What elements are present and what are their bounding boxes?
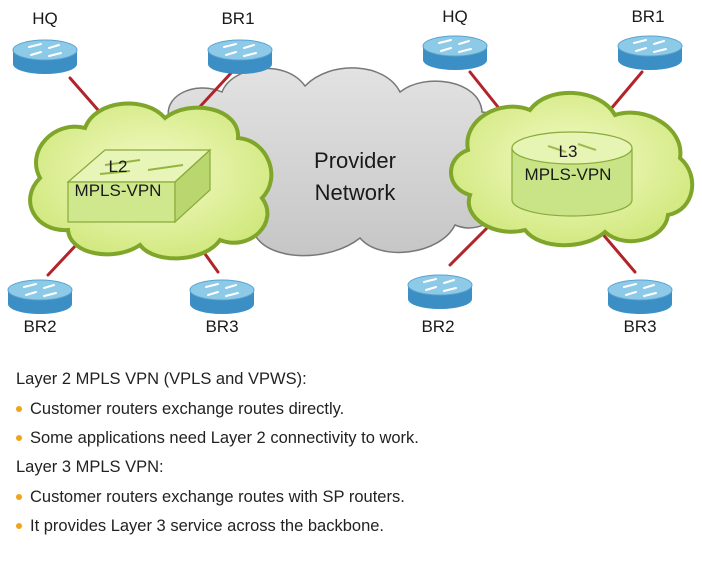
l3-router-icon: [511, 131, 633, 217]
link-right-br2: [448, 223, 492, 267]
link-left-br1: [193, 70, 234, 114]
l3-label-line1: L3: [559, 142, 578, 161]
router-left-br3-icon: [189, 279, 255, 314]
right-hq-label: HQ: [442, 7, 468, 26]
l3-notes-group: Layer 3 MPLS VPN: Customer routers excha…: [16, 456, 696, 537]
l2-notes-group: Layer 2 MPLS VPN (VPLS and VPWS): Custom…: [16, 368, 696, 449]
router-left-br1-icon: [207, 39, 273, 74]
router-right-br1-icon: [617, 35, 683, 70]
l3-bullet-item: It provides Layer 3 service across the b…: [16, 515, 696, 537]
link-left-br2: [46, 241, 80, 277]
mpls-vpn-diagram: Provider Network L2 MPLS-VPN L3 MPLS-VPN…: [7, 7, 695, 336]
l2-notes-title: Layer 2 MPLS VPN (VPLS and VPWS):: [16, 370, 307, 388]
bullet-dot-icon: [16, 523, 22, 529]
customer-routers: [7, 35, 683, 314]
connection-links: [46, 70, 644, 277]
l2-bullet-text: Some applications need Layer 2 connectiv…: [30, 429, 419, 447]
router-right-br3-icon: [607, 279, 673, 314]
l2-bullet-item: Customer routers exchange routes directl…: [16, 398, 696, 420]
provider-label-line2: Network: [315, 180, 397, 205]
link-right-hq: [468, 70, 504, 114]
vpn-notes: Layer 2 MPLS VPN (VPLS and VPWS): Custom…: [16, 368, 696, 544]
router-left-hq-icon: [12, 39, 78, 74]
left-br3-label: BR3: [205, 317, 238, 336]
bullet-dot-icon: [16, 494, 22, 500]
router-left-br2-icon: [7, 279, 73, 314]
l2-label-line2: MPLS-VPN: [75, 181, 162, 200]
l3-bullet-text: It provides Layer 3 service across the b…: [30, 517, 385, 535]
left-hq-label: HQ: [32, 9, 58, 28]
router-right-br2-icon: [407, 274, 473, 309]
bullet-dot-icon: [16, 406, 22, 412]
bullet-dot-icon: [16, 435, 22, 441]
l3-bullet-item: Customer routers exchange routes with SP…: [16, 486, 696, 508]
l2-bullet-item: Some applications need Layer 2 connectiv…: [16, 427, 696, 449]
l2-switch-icon: [66, 148, 212, 224]
l3-notes-title: Layer 3 MPLS VPN:: [16, 458, 164, 476]
l2-bullet-text: Customer routers exchange routes directl…: [30, 400, 345, 418]
link-right-br1: [608, 70, 644, 112]
router-right-hq-icon: [422, 35, 488, 70]
provider-label-line1: Provider: [314, 148, 396, 173]
left-br1-label: BR1: [221, 9, 254, 28]
left-br2-label: BR2: [23, 317, 56, 336]
l3-bullet-text: Customer routers exchange routes with SP…: [30, 488, 405, 506]
l2-label-line1: L2: [109, 157, 128, 176]
l3-label-line2: MPLS-VPN: [525, 165, 612, 184]
right-br2-label: BR2: [421, 317, 454, 336]
right-br3-label: BR3: [623, 317, 656, 336]
right-br1-label: BR1: [631, 7, 664, 26]
